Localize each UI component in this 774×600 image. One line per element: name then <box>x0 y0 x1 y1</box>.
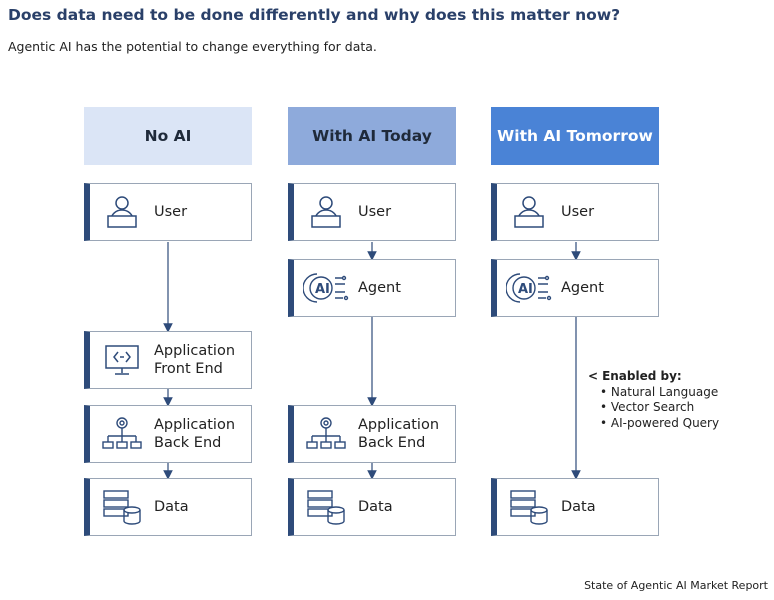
label-line2: Back End <box>358 435 426 451</box>
label-line1: Application <box>358 417 440 433</box>
database-icon <box>497 478 561 536</box>
box-user-col3: User <box>491 183 659 241</box>
label-line2: Front End <box>154 361 223 377</box>
box-label: Agent <box>358 280 401 296</box>
label-line1: Application <box>154 343 236 359</box>
page-subtitle: Agentic AI has the potential to change e… <box>8 39 377 54</box>
box-data-col1: Data <box>84 478 252 536</box>
box-data-col2: Data <box>288 478 456 536</box>
chevron-left-icon: < <box>588 369 599 383</box>
enabled-heading: Enabled by: <box>602 369 682 383</box>
code-monitor-icon <box>90 331 154 389</box>
enabled-item: Vector Search <box>610 400 695 414</box>
label-line2: Back End <box>154 435 222 451</box>
source-footer: State of Agentic AI Market Report <box>584 579 768 592</box>
network-gear-icon <box>294 405 358 463</box>
box-label: User <box>154 204 188 220</box>
network-gear-icon <box>90 405 154 463</box>
page-title: Does data need to be done differently an… <box>8 6 621 24</box>
box-agent-col3: AI Agent <box>491 259 659 317</box>
box-label: User <box>358 204 392 220</box>
enabled-by-note: <Enabled by: • Natural Language • Vector… <box>588 369 720 430</box>
user-icon <box>294 183 358 241</box>
header-no-ai: No AI <box>84 107 252 165</box>
database-icon <box>294 478 358 536</box>
header-with-ai-today: With AI Today <box>288 107 456 165</box>
box-label: Agent <box>561 280 604 296</box>
box-label: Data <box>358 499 393 515</box>
user-icon <box>90 183 154 241</box>
box-label: User <box>561 204 595 220</box>
user-icon <box>497 183 561 241</box>
box-agent-col2: AI Agent <box>288 259 456 317</box>
box-data-col3: Data <box>491 478 659 536</box>
header-with-ai-tomorrow: With AI Tomorrow <box>491 107 659 165</box>
ai-agent-icon: AI <box>497 259 561 317</box>
label-line1: Application <box>154 417 236 433</box>
svg-text:AI: AI <box>315 282 330 297</box>
box-label: Data <box>154 499 189 515</box>
ai-agent-icon: AI <box>294 259 358 317</box>
enabled-item: Natural Language <box>610 384 719 399</box>
box-label: Data <box>561 499 596 515</box>
svg-text:AI: AI <box>518 282 533 297</box>
box-user-col2: User <box>288 183 456 241</box>
database-icon <box>90 478 154 536</box>
box-user-col1: User <box>84 183 252 241</box>
enabled-item: AI-powered Query <box>610 415 720 430</box>
